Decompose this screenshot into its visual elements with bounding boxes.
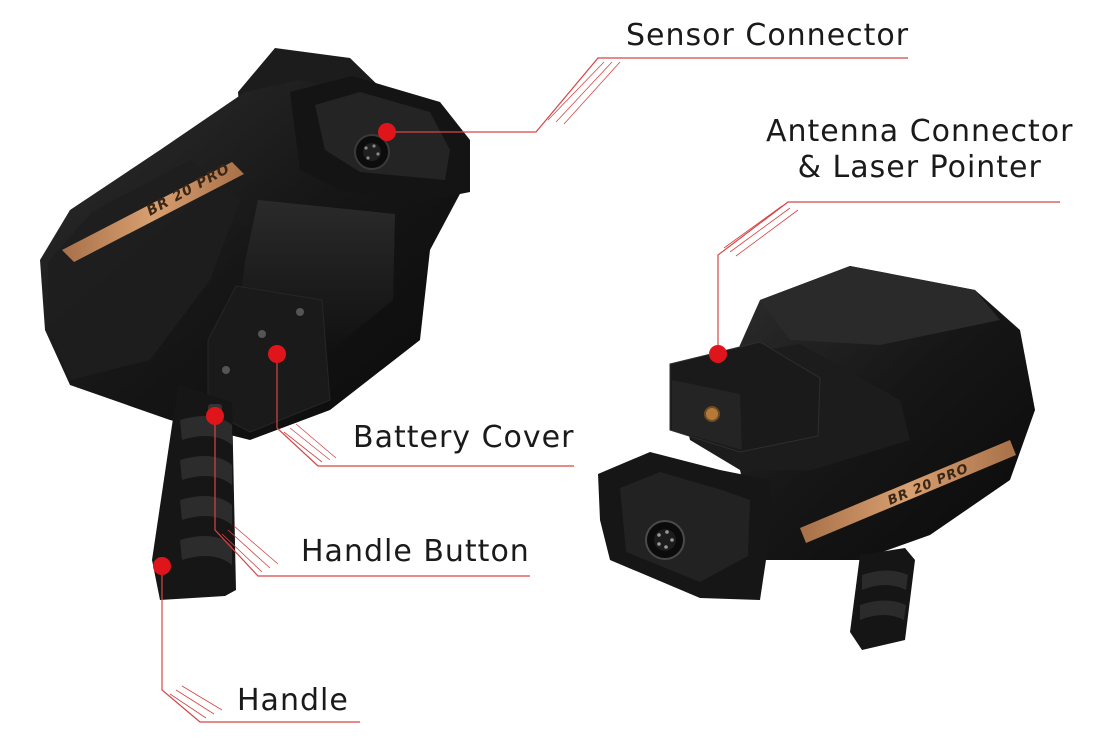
right-device-top-face	[760, 266, 1000, 345]
leader-line-antenna-connector-hatch	[723, 205, 799, 257]
left-device-battery-cover-plate	[207, 285, 331, 433]
front-connector-socket	[645, 520, 685, 560]
leader-line-sensor-connector-hatch	[547, 61, 621, 125]
marker-handle-button	[206, 407, 224, 425]
leader-line-handle-hatch	[169, 685, 223, 719]
marker-battery-cover	[268, 345, 286, 363]
leader-line-antenna-connector	[717, 201, 1060, 354]
label-antenna-connector-line-2: & Laser Pointer	[797, 150, 1042, 185]
leader-line-handle	[161, 566, 360, 723]
leader-line-battery-cover	[276, 354, 574, 467]
markers	[153, 123, 727, 575]
label-sensor-connector: Sensor Connector	[626, 18, 910, 53]
marker-handle	[153, 557, 171, 575]
leader-line-sensor-connector	[387, 57, 908, 133]
leader-line-battery-cover-hatch	[283, 423, 337, 463]
leader-line-handle-button-hatch	[221, 525, 279, 573]
right-device-brand-strip	[800, 440, 1016, 543]
leader-lines	[161, 57, 1060, 723]
screw-icon	[222, 366, 230, 374]
left-device-brand-strip	[62, 162, 244, 262]
marker-sensor-connector	[378, 123, 396, 141]
screw-icon	[296, 308, 304, 316]
label-handle: Handle	[237, 683, 349, 718]
screw-icon	[258, 330, 266, 338]
label-handle-button: Handle Button	[301, 534, 530, 569]
marker-antenna-connector	[709, 345, 727, 363]
label-battery-cover: Battery Cover	[353, 420, 575, 455]
sensor-connector-socket	[354, 134, 390, 170]
right-device-handle	[850, 548, 915, 650]
label-antenna-connector-line-1: Antenna Connector	[766, 114, 1074, 149]
left-device: BR 20 PRO	[40, 48, 470, 600]
right-device: BR 20 PRO	[598, 266, 1035, 650]
leader-line-handle-button	[214, 416, 530, 577]
left-device-side-panel	[48, 160, 240, 380]
label-antenna-connector: Antenna Connector & Laser Pointer	[766, 114, 1073, 186]
antenna-port-icon	[704, 406, 720, 422]
